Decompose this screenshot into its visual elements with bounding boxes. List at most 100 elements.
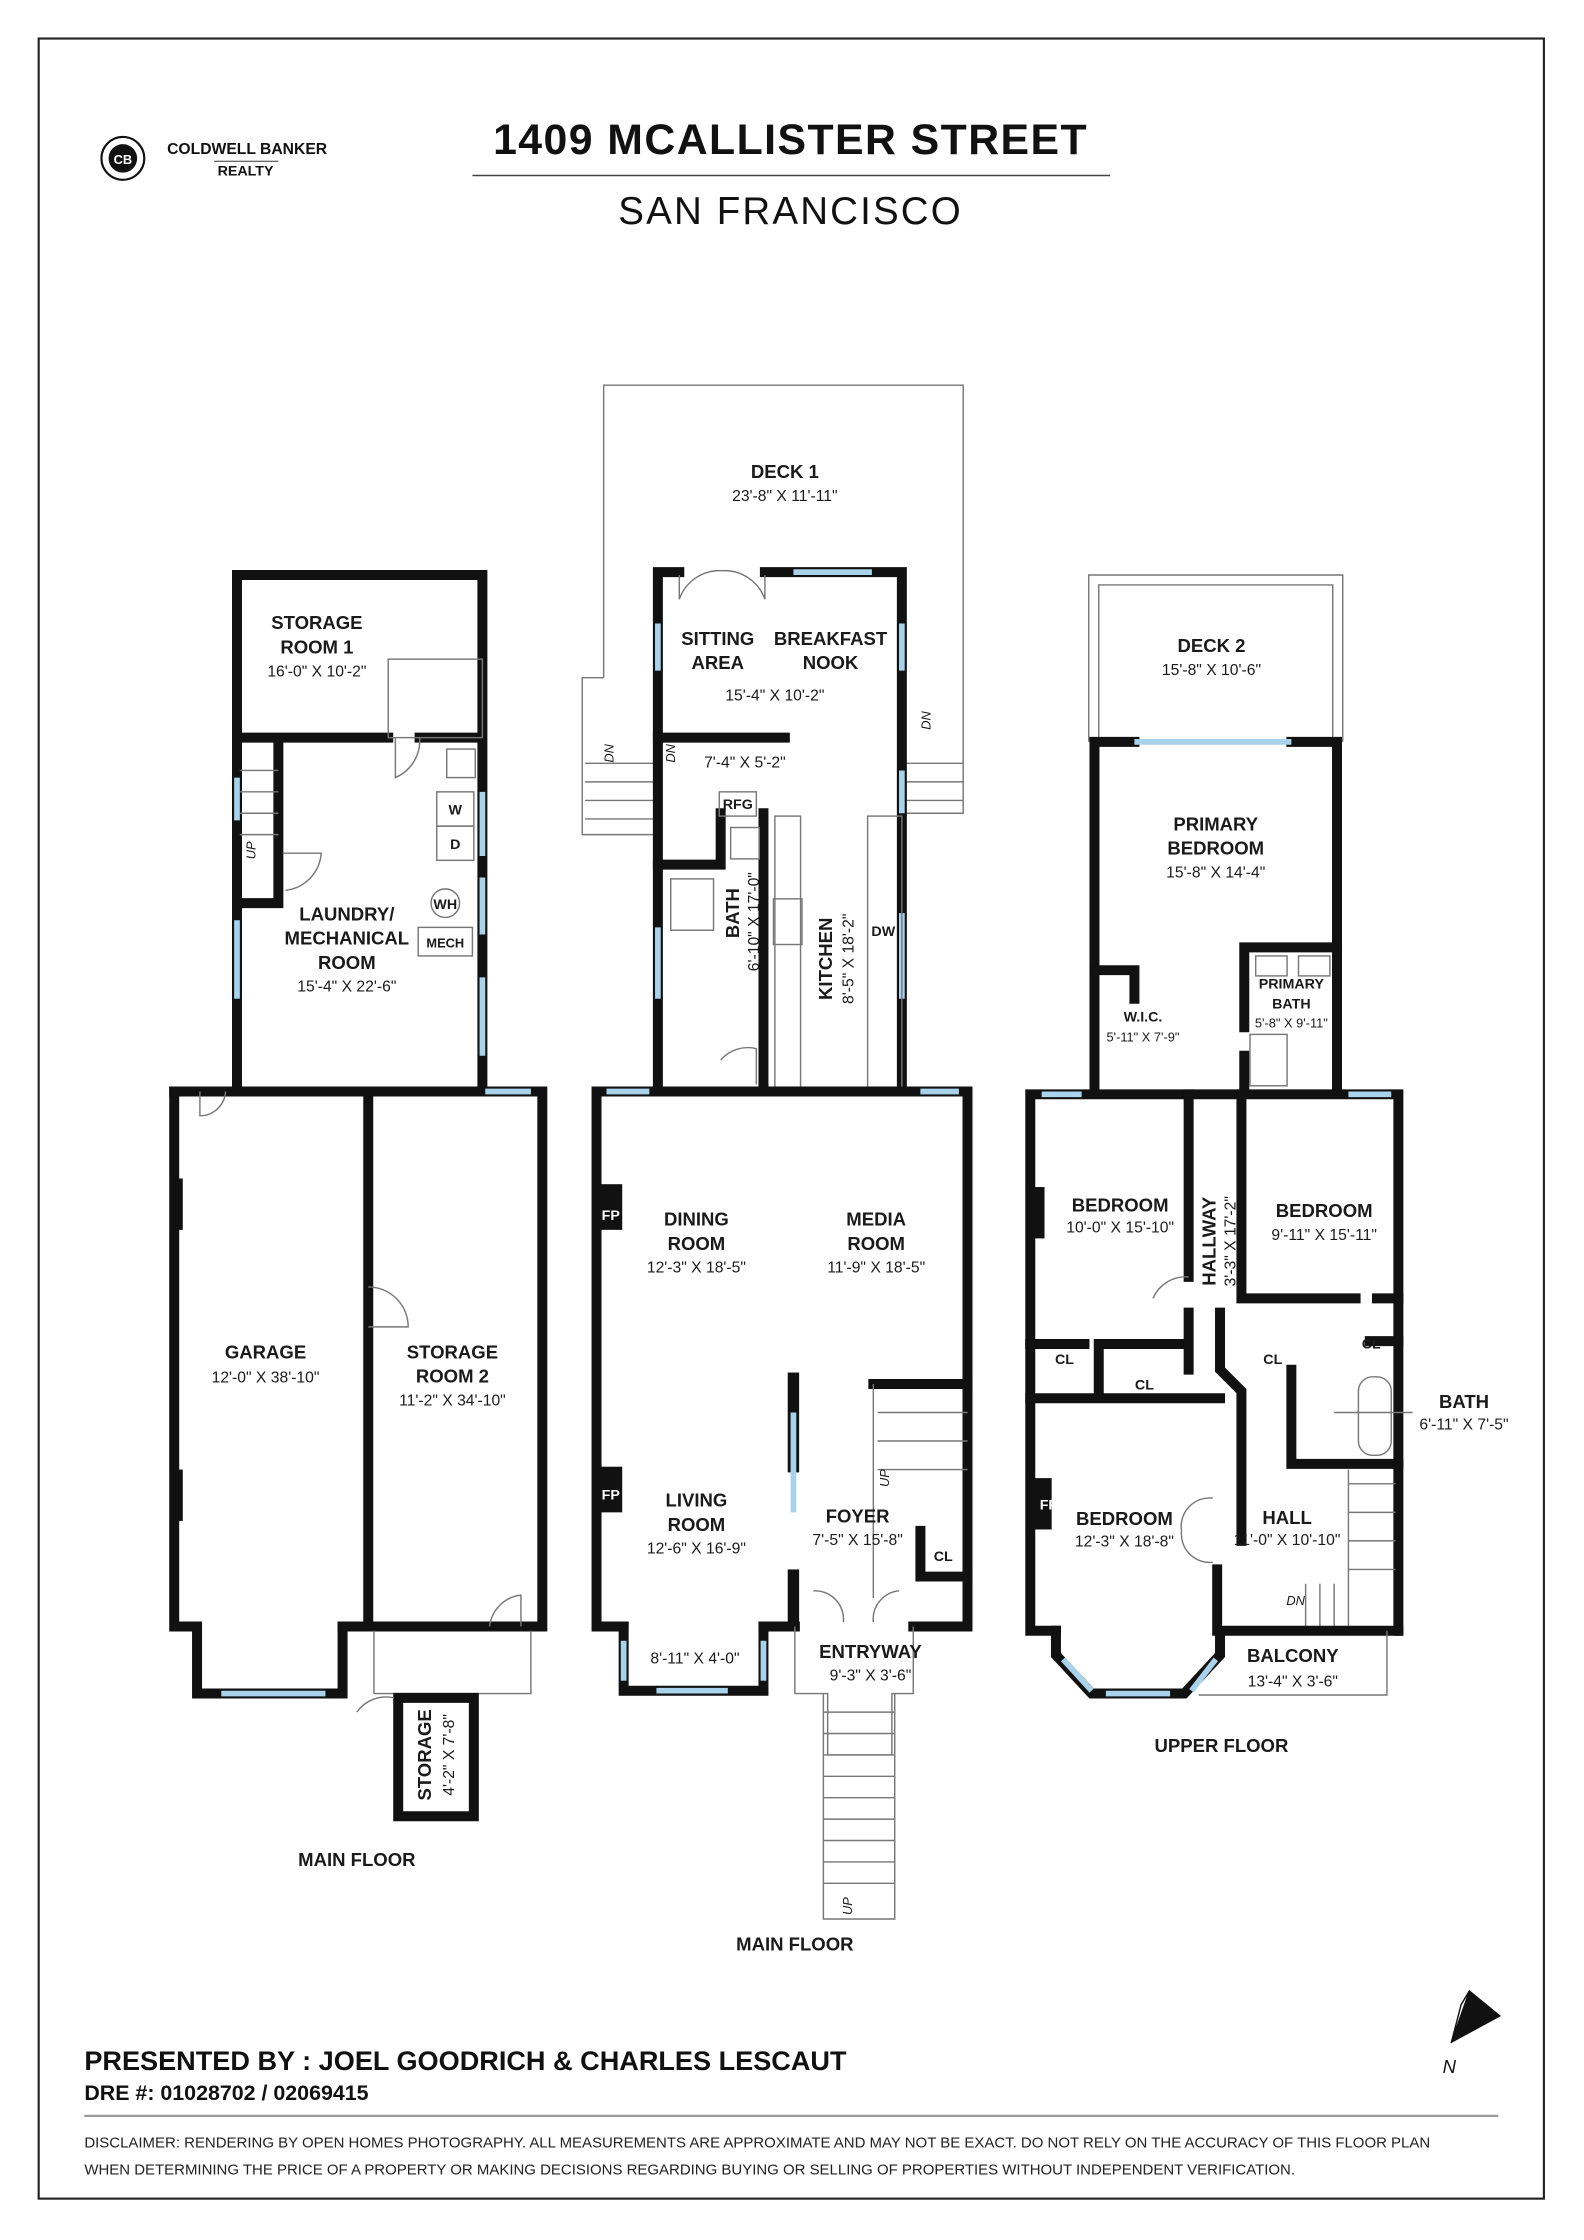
room-name: LAUNDRY/: [299, 903, 394, 924]
closet-label: CL: [934, 1549, 953, 1565]
stairs-down-label: DN: [602, 743, 617, 762]
room-name: PRIMARY: [1173, 813, 1258, 834]
room-name: PRIMARY: [1259, 977, 1325, 993]
room-name: MEDIA: [846, 1209, 906, 1230]
room-name: DECK 2: [1177, 635, 1245, 656]
room-dims: 4'-2" X 7'-8": [441, 1714, 458, 1796]
room-name: MECHANICAL: [285, 928, 410, 949]
room-name: BREAKFAST: [774, 628, 888, 649]
room-dims: 5'-8" X 9'-11": [1255, 1015, 1328, 1030]
room-name: ENTRYWAY: [819, 1641, 922, 1662]
room-dims: 16'-0" X 10'-2": [267, 663, 366, 680]
stairs-down-label: DN: [663, 743, 678, 762]
room-labels: STORAGE ROOM 1 16'-0" X 10'-2" LAUNDRY/ …: [212, 461, 1509, 1801]
room-name: DINING: [664, 1209, 729, 1230]
room-name: ROOM: [847, 1233, 905, 1254]
room-dims: 15'-4" X 10'-2": [725, 688, 824, 705]
room-name: DECK 1: [751, 461, 819, 482]
room-name: STORAGE: [271, 612, 362, 633]
closet-label: CL: [1055, 1352, 1074, 1368]
brand-logo: CB COLDWELL BANKER REALTY: [100, 135, 327, 181]
disclaimer-line-2: WHEN DETERMINING THE PRICE OF A PROPERTY…: [84, 2161, 1295, 2178]
disclaimer-line-1: DISCLAIMER: RENDERING BY OPEN HOMES PHOT…: [84, 2134, 1430, 2151]
property-city: SAN FRANCISCO: [618, 190, 963, 233]
floor-label-main: MAIN FLOOR: [736, 1933, 853, 1954]
room-name: STORAGE: [414, 1709, 435, 1800]
floor-label-upper: UPPER FLOOR: [1155, 1735, 1289, 1756]
room-name: STORAGE: [407, 1341, 498, 1362]
dishwasher-label: DW: [871, 924, 895, 940]
brand-subname: REALTY: [218, 163, 274, 179]
fireplace-label: FP: [1040, 1498, 1059, 1514]
room-name: BEDROOM: [1076, 1508, 1173, 1529]
upper-floor-plan: [1025, 574, 1404, 1699]
room-name: BATH: [1439, 1391, 1489, 1412]
water-heater-label: WH: [433, 897, 457, 913]
room-name: ROOM 2: [416, 1366, 489, 1387]
room-dims: 12'-0" X 38'-10": [212, 1370, 320, 1387]
fireplace-label: FP: [602, 1488, 621, 1504]
dryer-label: D: [450, 837, 460, 853]
wall: [1286, 1336, 1404, 1469]
room-name: BEDROOM: [1276, 1200, 1373, 1221]
floor-label-lower: MAIN FLOOR: [298, 1849, 415, 1870]
room-dims: 11'-9" X 18'-5": [827, 1260, 925, 1277]
room-dims: 3'-3" X 17'-2": [1223, 1196, 1240, 1286]
room-dims: 15'-8" X 10'-6": [1162, 662, 1261, 679]
room-dims: 7'-5" X 15'-8": [812, 1532, 902, 1549]
room-name: NOOK: [803, 652, 859, 673]
room-dims: 8'-5" X 18'-2": [840, 914, 857, 1004]
wall: [652, 567, 907, 1097]
room-dims: 5'-11" X 7'-9": [1107, 1030, 1180, 1045]
room-name: BEDROOM: [1072, 1194, 1169, 1215]
stairs-up-label: UP: [244, 841, 259, 859]
room-dims: 9'-3" X 3'-6": [830, 1668, 912, 1685]
wall: [1025, 1089, 1404, 1636]
dre-numbers: DRE #: 01028702 / 02069415: [84, 2081, 368, 2105]
wall: [232, 736, 284, 909]
room-dims: 11'-2" X 34'-10": [399, 1392, 506, 1409]
room-name: GARAGE: [225, 1341, 306, 1362]
room-name: HALL: [1262, 1507, 1311, 1528]
room-name: W.I.C.: [1124, 1010, 1163, 1026]
closet-label: CL: [1263, 1352, 1282, 1368]
room-name: ROOM: [318, 952, 376, 973]
closet-label: CL: [1362, 1336, 1381, 1352]
wall: [1025, 1307, 1247, 1636]
room-dims: 13'-4" X 3'-6": [1248, 1673, 1338, 1690]
room-dims: 23'-8" X 11'-11": [732, 488, 838, 505]
room-dims: 15'-4" X 22'-6": [297, 979, 396, 996]
room-name: BATH: [1272, 997, 1311, 1013]
closet-label: CL: [1135, 1378, 1154, 1394]
room-name: ROOM 1: [280, 636, 353, 657]
fireplace-label: FP: [602, 1208, 621, 1224]
room-dims: 7'-4" X 5'-2": [704, 755, 786, 772]
presented-by: PRESENTED BY : JOEL GOODRICH & CHARLES L…: [84, 2045, 847, 2076]
wall: [1050, 1625, 1404, 1699]
washer-label: W: [449, 803, 463, 819]
room-name: BATH: [722, 888, 743, 938]
room-dims: 12'-6" X 16'-9": [647, 1541, 746, 1558]
room-name: BEDROOM: [1167, 838, 1264, 859]
stairs-down-label: DN: [918, 711, 933, 730]
wall: [192, 1621, 348, 1699]
wall: [868, 1378, 973, 1582]
mech-label: MECH: [426, 935, 464, 950]
room-dims: 6'-11" X 7'-5": [1419, 1417, 1508, 1434]
stairs-up-label: UP: [877, 1469, 892, 1487]
room-name: ROOM: [668, 1514, 726, 1535]
page-border: [37, 37, 1545, 2200]
logo-ring: [100, 135, 146, 181]
room-name: BALCONY: [1247, 1645, 1339, 1666]
room-name: AREA: [692, 652, 745, 673]
stairs-up-label: UP: [840, 1897, 855, 1915]
room-name: HALLWAY: [1199, 1196, 1220, 1286]
room-dims: 12'-3" X 18'-5": [647, 1260, 746, 1277]
refrigerator-label: RFG: [723, 797, 753, 813]
main-floor-plan: [581, 384, 973, 1920]
room-name: KITCHEN: [815, 918, 836, 1000]
room-dims: 15'-8" X 14'-4": [1166, 864, 1265, 881]
wall: [1089, 736, 1343, 1097]
room-name: FOYER: [826, 1505, 890, 1526]
